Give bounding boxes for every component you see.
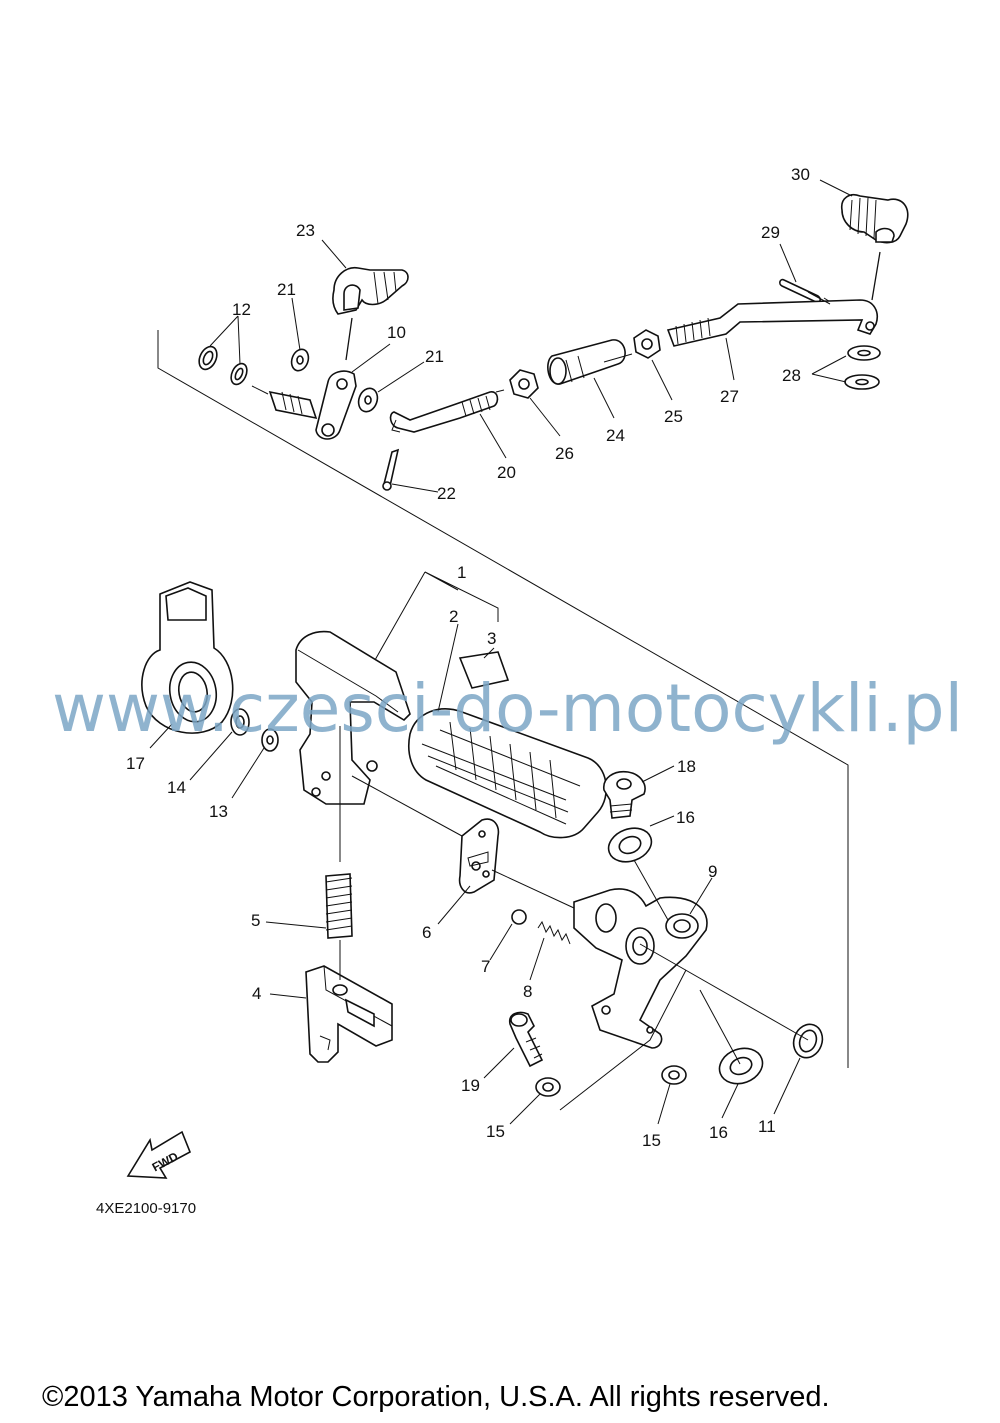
callout-12: 12 bbox=[232, 300, 251, 319]
callout-28: 28 bbox=[782, 366, 801, 385]
part-11-circlip bbox=[792, 1023, 824, 1059]
callout-16-top: 16 bbox=[676, 808, 695, 827]
part-26-nut bbox=[509, 369, 539, 399]
callout-22: 22 bbox=[437, 484, 456, 503]
callout-18: 18 bbox=[677, 757, 696, 776]
callout-10: 10 bbox=[387, 323, 406, 342]
callout-7: 7 bbox=[481, 957, 490, 976]
callout-26: 26 bbox=[555, 444, 574, 463]
part-13-washer bbox=[261, 728, 279, 752]
part-22-cotter-pin bbox=[382, 448, 400, 491]
callout-11: 11 bbox=[758, 1117, 776, 1136]
part-9-shift-base bbox=[573, 888, 708, 1049]
part-3-label bbox=[458, 651, 510, 689]
callout-30: 30 bbox=[791, 165, 810, 184]
callout-21-right: 21 bbox=[425, 347, 444, 366]
callout-23: 23 bbox=[296, 221, 315, 240]
part-14-nut bbox=[230, 708, 250, 736]
callout-4: 4 bbox=[252, 984, 261, 1003]
part-24-joint bbox=[547, 339, 626, 385]
callout-6: 6 bbox=[422, 923, 431, 942]
part-18-bolt bbox=[603, 770, 646, 819]
callouts: 30 29 23 21 12 10 21 28 27 25 24 26 20 2… bbox=[126, 165, 810, 1150]
part-5-spring bbox=[325, 873, 353, 939]
callout-16-bottom: 16 bbox=[709, 1123, 728, 1142]
part-27-shift-rod bbox=[666, 299, 878, 347]
callout-27: 27 bbox=[720, 387, 739, 406]
copyright: ©2013 Yamaha Motor Corporation, U.S.A. A… bbox=[42, 1381, 830, 1413]
part-30-rubber-boot bbox=[840, 194, 909, 301]
part-10-shift-lever bbox=[268, 370, 357, 440]
callout-8: 8 bbox=[523, 982, 532, 1001]
callout-17: 17 bbox=[126, 754, 145, 773]
callout-9: 9 bbox=[708, 862, 717, 881]
leader-lines bbox=[149, 179, 853, 1125]
part-17-arm bbox=[141, 581, 234, 734]
part-1-bracket-lines bbox=[374, 571, 499, 661]
callout-21-top: 21 bbox=[277, 280, 296, 299]
callout-5: 5 bbox=[251, 911, 260, 930]
callout-1: 1 bbox=[457, 563, 466, 582]
part-7-ball bbox=[511, 909, 527, 925]
part-25-nut bbox=[633, 329, 661, 359]
part-16-washer-bottom bbox=[718, 1047, 764, 1085]
callout-15-right: 15 bbox=[642, 1131, 661, 1150]
callout-2: 2 bbox=[449, 607, 458, 626]
callout-24: 24 bbox=[606, 426, 625, 445]
diagram-code: 4XE2100-9170 bbox=[96, 1200, 196, 1217]
part-6-plate bbox=[458, 818, 500, 894]
assembly-axis-lines bbox=[251, 291, 831, 1111]
part-1-pedal-pad bbox=[408, 708, 607, 839]
part-21-washers bbox=[290, 348, 379, 413]
callout-13: 13 bbox=[209, 802, 228, 821]
fwd-arrow-icon: FWD bbox=[126, 1130, 192, 1179]
part-16-washer-top bbox=[607, 827, 653, 863]
callout-19: 19 bbox=[461, 1076, 480, 1095]
part-4-lever bbox=[305, 965, 393, 1063]
callout-20: 20 bbox=[497, 463, 516, 482]
part-12-circlips bbox=[198, 345, 248, 386]
callout-15-left: 15 bbox=[486, 1122, 505, 1141]
callout-3: 3 bbox=[487, 629, 496, 648]
callout-14: 14 bbox=[167, 778, 186, 797]
callout-25: 25 bbox=[664, 407, 683, 426]
part-20-shift-rod bbox=[389, 391, 499, 433]
part-28-washers bbox=[844, 345, 881, 390]
part-2-pedal-arm bbox=[295, 630, 411, 805]
callout-29: 29 bbox=[761, 223, 780, 242]
part-8-spring bbox=[537, 920, 571, 945]
part-23-rubber-boot bbox=[332, 266, 409, 361]
part-15-washers bbox=[535, 1065, 687, 1097]
part-19-bolt bbox=[508, 1011, 544, 1068]
watermark: www.czesci-do-motocykli.pl bbox=[52, 670, 963, 747]
assembly-bracket bbox=[157, 330, 849, 1068]
